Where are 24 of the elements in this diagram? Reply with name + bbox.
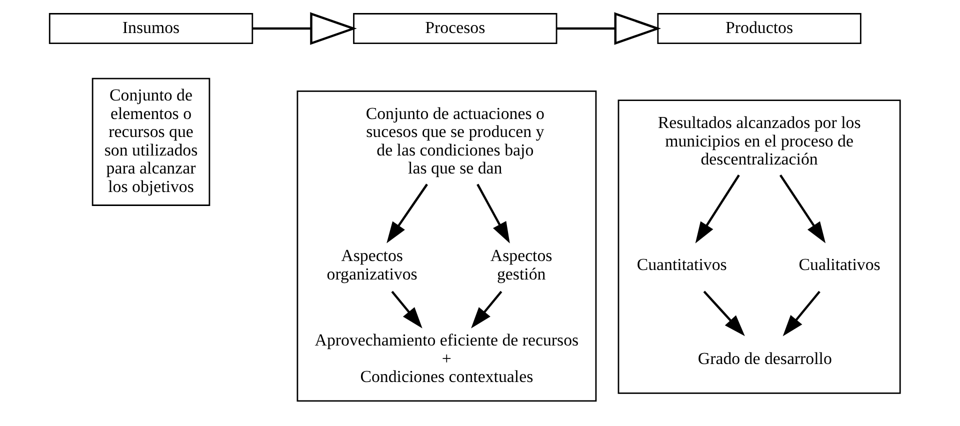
node-text: Resultados alcanzados por los municipios en el proceso de descentralización <box>657 112 860 169</box>
node-box: Conjunto de elementos o recursos que son utilizados para alcanzar los objetivos <box>91 78 210 206</box>
arrow <box>694 174 740 244</box>
arrow <box>470 290 502 328</box>
arrow <box>476 184 510 244</box>
node-text: Conjunto de actuaciones o sucesos que se producen y de las condiciones bajo las que se dan <box>365 104 544 178</box>
node-box: Insumos <box>48 13 253 44</box>
arrow <box>702 290 744 336</box>
arrow <box>386 184 428 244</box>
cluster <box>617 100 900 394</box>
node-text: Cuantitativos <box>636 255 726 274</box>
node-text: Aspectos gestión <box>490 246 552 284</box>
arrow <box>782 290 820 336</box>
arrow <box>390 290 422 328</box>
node-text: Aspectos organizativos <box>326 246 417 284</box>
cluster <box>296 90 596 402</box>
node-box: Procesos <box>352 13 557 44</box>
node-text: Aprovechamiento eficiente de recursos + Condiciones contextuales <box>314 330 578 386</box>
node-text: Grado de desarrollo <box>697 348 832 368</box>
arrow <box>252 12 356 45</box>
arrow <box>556 12 661 45</box>
node-text: Cualitativos <box>798 255 880 274</box>
arrow <box>778 174 826 244</box>
node-box: Productos <box>656 13 861 44</box>
